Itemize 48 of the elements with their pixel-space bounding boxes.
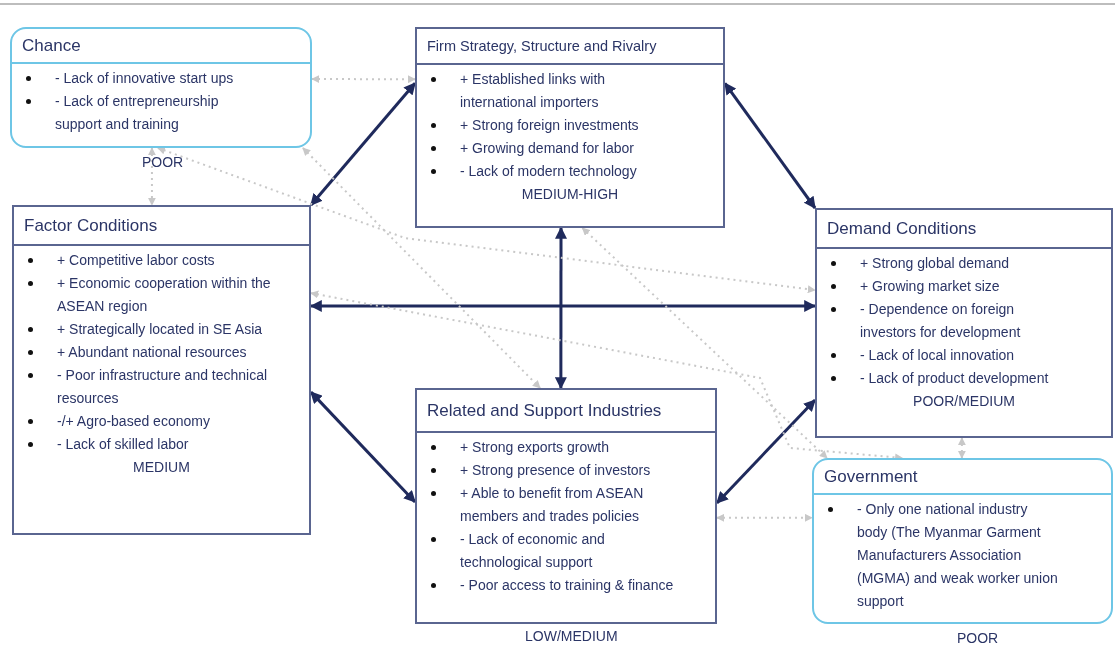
info-box [815, 208, 1113, 438]
bullet-text: - Lack of modern technology [460, 162, 637, 182]
box-heading: Government [814, 460, 1111, 496]
bullet-text: + Strong foreign investments [460, 116, 639, 136]
bullet-text: - Dependence on foreign investors for development [860, 300, 1022, 343]
box-heading: Factor Conditions [14, 207, 309, 247]
bullet-text: + Economic cooperation within the ASEAN region [57, 274, 272, 317]
rating-label: POOR [957, 629, 999, 647]
bullet-text: + Growing demand for labor [460, 139, 634, 159]
bullet-text: -/+ Agro-based economy [57, 412, 210, 432]
rating-label: MEDIUM-HIGH [521, 186, 619, 203]
dotted-arrow [716, 513, 813, 522]
rating-label: POOR [142, 153, 184, 172]
bullet-text: - Lack of product development [860, 369, 1049, 389]
bullet-text: - Lack of local innovation [860, 346, 1015, 366]
bullet-text: + Established links with international importers [460, 70, 607, 113]
dotted-arrow [147, 147, 156, 206]
dotted-arrow [301, 147, 542, 389]
bullet-text: + Strategically located in SE Asia [57, 320, 263, 340]
bullet-text: - Poor access to training & finance [460, 576, 674, 596]
box-heading: Firm Strategy, Structure and Rivalry [417, 29, 723, 66]
box-heading: Demand Conditions [817, 210, 1111, 250]
bullet-text: - Lack of entrepreneurship support and training [55, 92, 220, 135]
bullet-text: - Lack of skilled labor [57, 435, 189, 455]
bullet-text: + Abundant national resources [57, 343, 247, 363]
bullet-text: + Strong exports growth [460, 438, 610, 458]
info-box [415, 27, 725, 228]
box-heading: Related and Support Industries [417, 390, 715, 434]
double-arrow [554, 226, 567, 390]
rating-label: MEDIUM [133, 459, 190, 476]
rating-label: POOR/MEDIUM [913, 393, 1015, 410]
dotted-arrow [957, 437, 966, 459]
bullet-text: + Able to benefit from ASEAN members and trades policies [460, 484, 645, 527]
dotted-arrow [157, 146, 816, 294]
box-heading: Chance [12, 29, 310, 65]
info-box [12, 205, 311, 535]
dotted-arrow [581, 227, 829, 459]
bullet-text: - Lack of economic and technological support [460, 530, 606, 573]
bullet-text: + Strong presence of investors [460, 461, 651, 481]
bullet-text: + Strong global demand [860, 254, 1010, 274]
dotted-arrow [311, 75, 416, 84]
bullet-text: - Poor infrastructure and technical resources [57, 366, 269, 409]
bullet-text: + Competitive labor costs [57, 251, 215, 271]
rating-label: LOW/MEDIUM [525, 627, 618, 646]
bullet-text: - Only one national industry body (The Myanmar Garment Manufacturers Association (MGMA) and weak worker union support [857, 500, 1059, 612]
bullet-text: + Growing market size [860, 277, 1000, 297]
bullet-text: - Lack of innovative start ups [55, 69, 234, 89]
double-arrow [309, 82, 417, 206]
